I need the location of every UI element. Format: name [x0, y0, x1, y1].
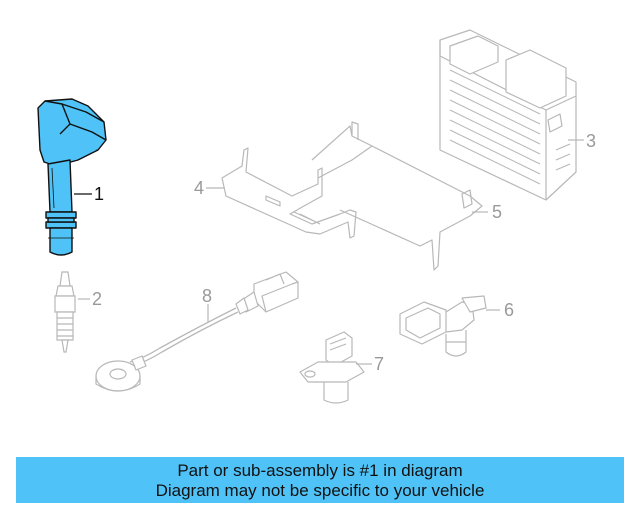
- knock-sensor-part[interactable]: [95, 271, 299, 392]
- camshaft-sensor-part[interactable]: [399, 295, 487, 357]
- banner-line-1: Part or sub-assembly is #1 in diagram: [177, 461, 463, 480]
- parts-diagram: 1 2 3 4 5: [37, 29, 596, 404]
- banner-line-2: Diagram may not be specific to your vehi…: [155, 481, 485, 500]
- callout-6-label: 6: [504, 300, 514, 320]
- control-module-part[interactable]: [439, 29, 577, 201]
- ignition-coil-part[interactable]: [37, 98, 107, 256]
- callout-3-label: 3: [586, 131, 596, 151]
- info-banner: Part or sub-assembly is #1 in diagram Di…: [16, 457, 624, 503]
- callout-8-label: 8: [202, 286, 212, 306]
- crankshaft-sensor-part[interactable]: [299, 331, 365, 404]
- callout-2-label: 2: [92, 289, 102, 309]
- callout-1-label: 1: [94, 184, 104, 204]
- spark-plug-part[interactable]: [54, 271, 76, 353]
- mounting-bracket-part[interactable]: [221, 147, 357, 239]
- callout-5-label: 5: [492, 202, 502, 222]
- support-bracket-part[interactable]: [311, 121, 483, 271]
- callout-4-label: 4: [194, 178, 204, 198]
- callout-7-label: 7: [374, 354, 384, 374]
